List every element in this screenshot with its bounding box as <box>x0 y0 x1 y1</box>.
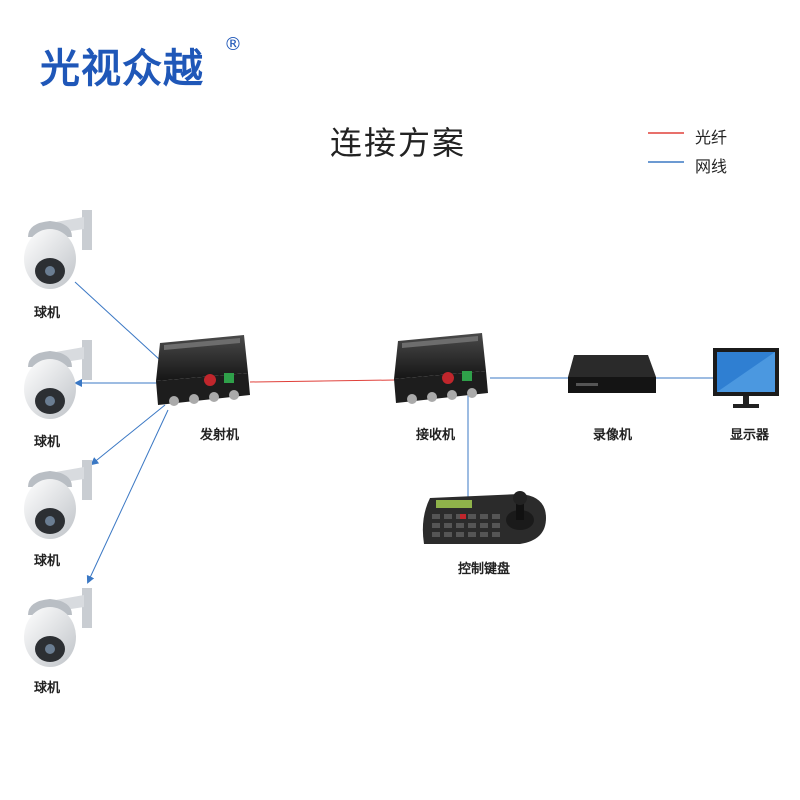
link-transmitter-camera-1 <box>74 281 161 361</box>
recorder-label: 录像机 <box>593 428 633 443</box>
camera-2-icon <box>24 340 92 419</box>
camera-4-label: 球机 <box>34 681 61 696</box>
camera-1-label: 球机 <box>34 306 61 321</box>
keyboard-device-icon <box>422 491 546 544</box>
keyboard-label: 控制键盘 <box>458 562 511 577</box>
transmitter-device-icon <box>156 335 250 406</box>
connections <box>74 281 715 584</box>
monitor-device-icon <box>713 348 779 408</box>
receiver-device-icon <box>394 333 488 404</box>
legend-fiber-label: 光纤 <box>695 128 728 147</box>
receiver-label: 接收机 <box>416 428 456 443</box>
link-transmitter-camera-4 <box>86 409 169 584</box>
transmitter-label: 发射机 <box>200 428 240 443</box>
link-fiber <box>249 379 396 383</box>
camera-1-icon <box>24 210 92 289</box>
brand-logo: 光视众越 <box>40 46 204 92</box>
camera-3-label: 球机 <box>34 554 61 569</box>
recorder-device-icon <box>568 355 656 393</box>
registered-mark: ® <box>224 34 242 55</box>
link-transmitter-camera-3 <box>90 404 166 466</box>
page-title: 连接方案 <box>330 124 467 162</box>
camera-2-label: 球机 <box>34 435 61 450</box>
camera-3-icon <box>24 460 92 539</box>
legend-network-label: 网线 <box>695 157 728 176</box>
camera-4-icon <box>24 588 92 667</box>
monitor-label: 显示器 <box>730 428 770 443</box>
